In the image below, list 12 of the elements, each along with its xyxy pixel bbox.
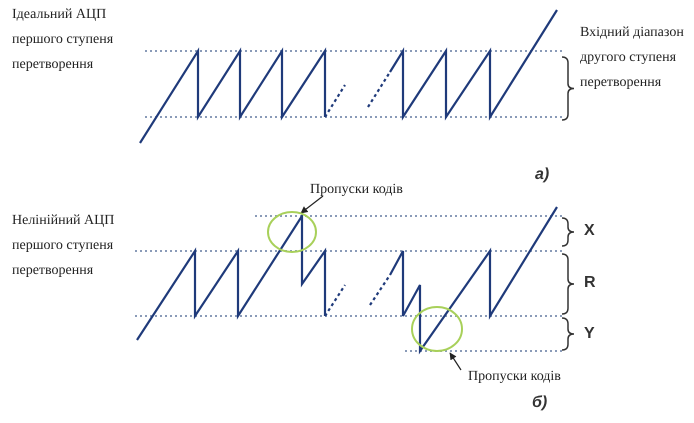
panel-label: а) [535, 166, 550, 184]
leader-arrow [450, 352, 462, 370]
caption-text: Вхідний діапазон другого ступеня перетворення [580, 24, 685, 92]
caption-text: Нелінійний АЦП першого ступеня перетворення [12, 212, 116, 280]
leader-arrow [300, 196, 324, 214]
range-letter: X [584, 222, 595, 240]
range-letter: R [584, 274, 596, 292]
range-letter: Y [584, 325, 595, 343]
panel-label: б) [532, 394, 548, 412]
caption-text: Ідеальний АЦП першого ступеня перетворення [12, 6, 114, 74]
callout-text: Пропуски кодів [310, 177, 403, 202]
callout-text: Пропуски кодів [468, 364, 561, 389]
